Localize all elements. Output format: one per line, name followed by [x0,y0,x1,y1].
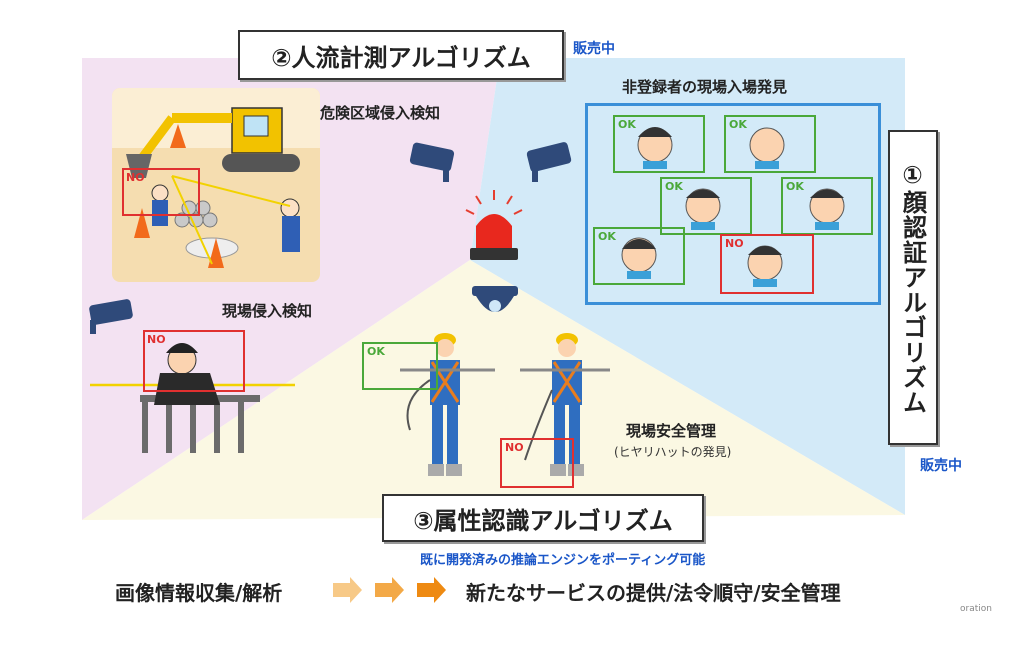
safety-ok-frame [362,342,438,390]
camera-icon [526,142,572,182]
camera-icon [89,299,133,334]
unregistered-label: 非登録者の現場入場発見 [622,78,788,96]
camera-icon [409,142,455,182]
danger-no-frame [122,168,200,216]
attribute-title: ③属性認識アルゴリズム [382,494,704,542]
face-title: ①顔認証アルゴリズム [888,130,938,445]
footer-left: 画像情報収集/解析 [115,581,283,605]
corner-text: oration [960,604,992,614]
arrow-icons [333,577,446,603]
people-flow-status: 販売中 [573,41,615,57]
people-flow-title: ②人流計測アルゴリズム [238,30,564,80]
ok-tag: OK [618,118,636,131]
intruder-no-frame [143,330,245,392]
face-ok-frame [781,177,873,235]
ok-tag: OK [665,180,683,193]
face-title-text: ①顔認証アルゴリズム [898,160,927,415]
footer-right: 新たなサービスの提供/法令順守/安全管理 [466,581,841,605]
ok-tag: OK [786,180,804,193]
intruder-scene [90,343,295,453]
face-ok-frame [724,115,816,173]
safety-no-frame [500,438,574,488]
danger-zone-label: 危険区域侵入検知 [320,104,441,122]
no-tag: NO [126,171,145,184]
siren-icon [465,190,523,260]
dome-camera-icon [472,286,518,312]
face-ok-frame [613,115,705,173]
site-intrusion-label: 現場侵入検知 [222,302,313,320]
ok-tag: OK [598,230,616,243]
safety-workers [400,333,610,476]
no-tag: NO [725,237,744,250]
safety-label: 現場安全管理 [626,422,717,440]
no-tag: NO [505,441,524,454]
ok-tag: OK [367,345,385,358]
face-no-frame [720,234,814,294]
faces [621,127,845,287]
face-ok-frame [593,227,685,285]
engine-note: 既に開発済みの推論エンジンをポーティング可能 [420,553,706,568]
face-ok-frame [660,177,752,235]
construction-scene [112,88,320,282]
no-tag: NO [147,333,166,346]
ok-tag: OK [729,118,747,131]
safety-sub-label: (ヒヤリハットの発見) [614,445,732,459]
face-status: 販売中 [920,458,962,474]
